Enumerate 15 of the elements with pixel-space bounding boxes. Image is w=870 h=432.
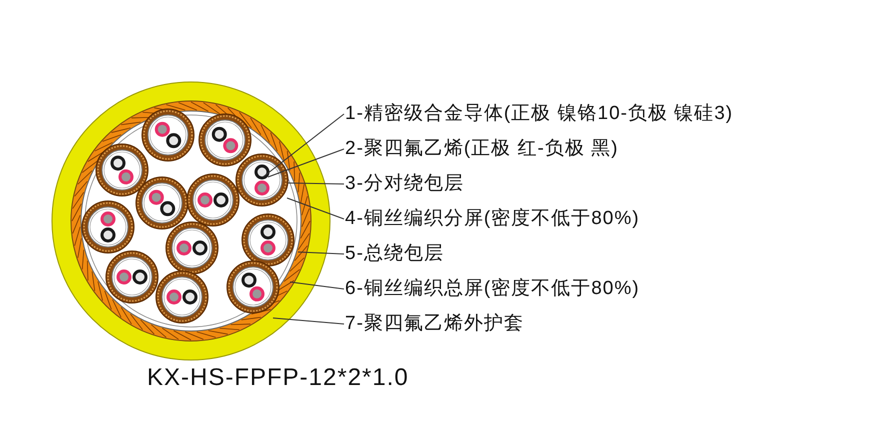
leader-line: [298, 252, 344, 254]
callout-text: 5-总绕包层: [345, 243, 444, 265]
leader-line: [268, 148, 344, 178]
callout-text: 2-聚四氟乙烯(正极 红-负极 黑): [345, 138, 618, 160]
leader-line: [288, 182, 344, 184]
leader-line: [272, 318, 344, 324]
leader-line: [262, 114, 344, 178]
callout-text: 4-铜丝编织分屏(密度不低于80%): [345, 208, 640, 230]
callout-text: 3-分对绕包层: [345, 173, 464, 195]
leader-line: [290, 282, 344, 290]
callout-text: 6-铜丝编织总屏(密度不低于80%): [345, 278, 640, 300]
callout-text: 1-精密级合金导体(正极 镍铬10-负极 镍硅3): [345, 103, 734, 125]
leader-line: [286, 198, 344, 220]
callout-text: 7-聚四氟乙烯外护套: [345, 313, 524, 335]
model-designation: KX-HS-FPFP-12*2*1.0: [147, 364, 409, 392]
